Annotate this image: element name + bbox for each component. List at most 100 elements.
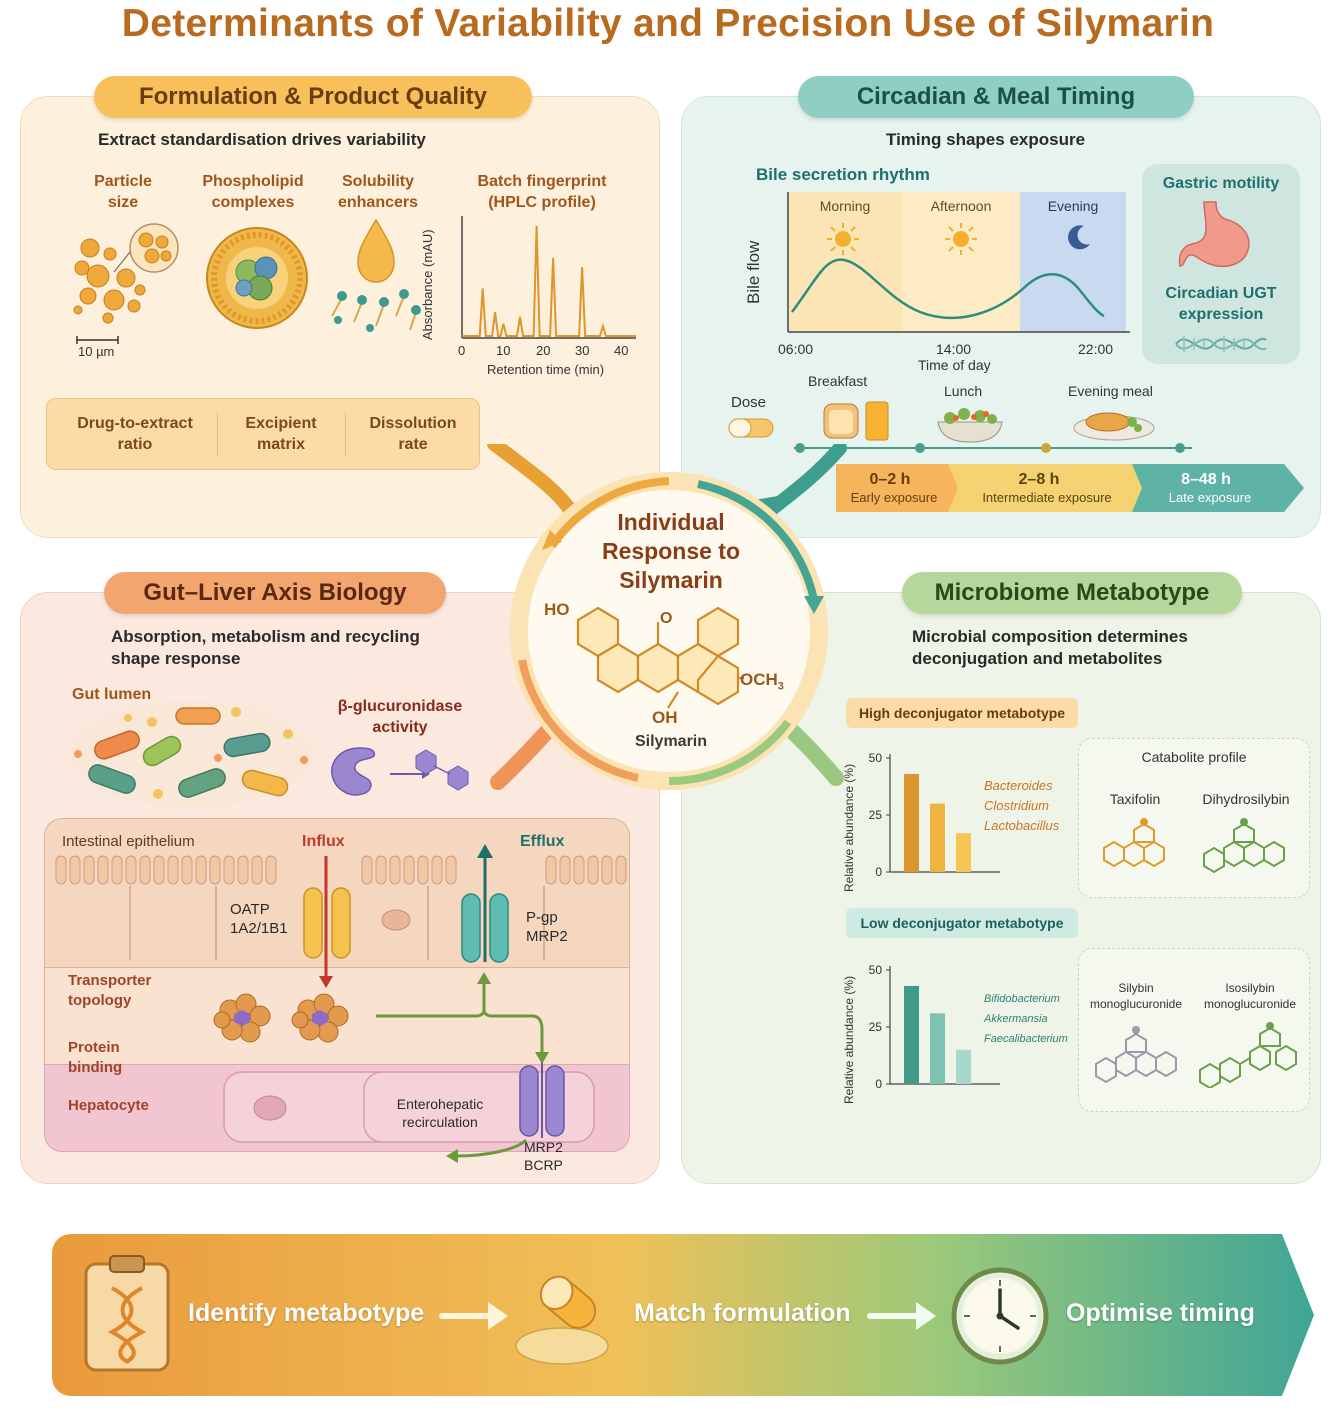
stomach-icon — [1178, 201, 1250, 268]
high-catabolite-box — [1078, 738, 1310, 898]
formulation-title: Formulation & Product Quality — [94, 76, 532, 118]
isosilybin-monoglucuronide-label: Isosilybin monoglucuronide — [1203, 981, 1297, 1011]
high-chart-tick-label: 50 — [869, 751, 883, 765]
gut-bacteria-icon — [71, 700, 311, 808]
bile-flow-chart — [787, 192, 1130, 333]
hplc-tick-40: 40 — [614, 343, 629, 358]
lunch-label: Lunch — [944, 383, 983, 399]
low-catabolite-box — [1078, 948, 1310, 1112]
scale-bar-icon — [76, 336, 119, 344]
hplc-trace — [462, 225, 636, 337]
mrp2-bcrp-label: MRP2 BCRP — [524, 1139, 563, 1173]
phase-early-range: 0–2 h — [869, 471, 911, 488]
hplc-tick-30: 30 — [575, 343, 590, 358]
page-title: Determinants of Variability and Precisio… — [121, 2, 1215, 45]
silymarin-label: Silymarin — [634, 733, 708, 750]
clock-icon — [951, 1267, 1049, 1365]
hplc-y-axis-label: Absorbance (mAU) — [420, 229, 435, 340]
silybin-monoglucuronide-structure — [1095, 1026, 1177, 1084]
enterohepatic-label: Enterohepatic recirculation — [396, 1096, 484, 1130]
exposure-phase-arrow — [836, 464, 1304, 512]
ugt-expression-label: Circadian UGT expression — [1165, 285, 1277, 323]
low-abundance-chart: 02550BifidobacteriumAkkermansiaFaecaliba… — [869, 963, 1068, 1091]
center-title: Individual Response to Silymarin — [601, 509, 741, 593]
formulation-factors-strip: Drug-to-extract ratio Excipient matrix D… — [46, 398, 480, 470]
scale-bar-label: 10 µm — [78, 344, 115, 359]
breakfast-icon — [823, 401, 889, 441]
hplc-chart — [461, 216, 636, 339]
epithelium-label: Intestinal epithelium — [62, 833, 195, 850]
phase-late-label: Late exposure — [1168, 490, 1252, 505]
low-chart-bar-bifidobacterium — [904, 985, 919, 1084]
low-deconjugator-tag: Low deconjugator metabotype — [846, 908, 1078, 938]
high-chart-legend-bacteroides: Bacteroides — [984, 778, 1053, 793]
high-chart-bar-bacteroides — [904, 773, 919, 872]
time-tick-2200: 22:00 — [1078, 341, 1114, 357]
high-chart-bar-lactobacillus — [956, 833, 971, 872]
center-ring — [510, 472, 828, 790]
gut-subtitle: Absorption, metabolism and recycling sha… — [111, 627, 420, 668]
och3-label: OCH3 — [740, 670, 784, 693]
phase-early-label: Early exposure — [850, 490, 938, 505]
morning-band — [788, 192, 902, 332]
bile-rhythm-title: Bile secretion rhythm — [756, 165, 930, 184]
phospholipid-label: Phospholipid complexes — [202, 173, 304, 211]
bile-flow-y-label: Bile flow — [744, 240, 763, 304]
strip-divider — [217, 413, 218, 457]
meal-timeline — [794, 443, 1192, 453]
pgp-label: P-gp MRP2 — [526, 909, 568, 945]
carbonyl-o-label: O — [660, 610, 673, 627]
formulation-subtitle: Extract standardisation drives variabili… — [98, 130, 426, 149]
dihydrosilybin-structure — [1203, 818, 1285, 874]
taxifolin-structure — [1103, 818, 1165, 868]
gastric-motility-label: Gastric motility — [1162, 175, 1280, 192]
sun-icon — [945, 223, 977, 255]
low-chart-bar-akkermansia — [930, 1013, 945, 1084]
high-deconjugator-tag: High deconjugator metabotype — [846, 698, 1078, 728]
evening-meal-label: Evening meal — [1068, 383, 1153, 399]
arrow-right-icon — [439, 1302, 508, 1330]
low-chart-legend-faecalibacterium: Faecalibacterium — [984, 1033, 1068, 1045]
factor-drug-extract-ratio: Drug-to-extract ratio — [77, 415, 193, 453]
low-chart-bar-faecalibacterium — [956, 1049, 971, 1084]
efflux-label: Efflux — [520, 833, 565, 850]
taxifolin-label: Taxifolin — [1109, 791, 1161, 807]
protein-complex-icon — [213, 993, 349, 1043]
protein-binding-label: Protein binding — [68, 1039, 123, 1076]
pgp-transporter-icon — [461, 844, 509, 963]
hplc-x-axis-label: Retention time (min) — [487, 362, 605, 377]
isosilybin-monoglucuronide-structure — [1199, 1022, 1297, 1088]
capsule-powder-icon — [515, 1275, 609, 1365]
phase-intermediate-label: Intermediate exposure — [982, 490, 1112, 505]
gut-lumen-label: Gut lumen — [72, 686, 152, 703]
dose-label: Dose — [731, 394, 767, 411]
mrp2-bcrp-transporter-icon — [519, 1062, 565, 1138]
hepatocyte-label: Hepatocyte — [68, 1097, 149, 1114]
transporter-topology-label: Transporter topology — [68, 972, 152, 1009]
hplc-tick-0: 0 — [458, 343, 466, 358]
step-optimise-timing: Optimise timing — [1066, 1299, 1255, 1327]
recirculation-arrows — [376, 972, 549, 1163]
time-of-day-label: Time of day — [918, 357, 991, 373]
capsule-icon — [728, 418, 774, 438]
high-chart-tick-label: 25 — [869, 808, 883, 822]
morning-label: Morning — [819, 198, 871, 214]
step-match-formulation: Match formulation — [634, 1299, 851, 1327]
low-chart-legend-akkermansia: Akkermansia — [983, 1013, 1048, 1025]
solubility-drop-icon — [331, 218, 421, 332]
phase-intermediate-range: 2–8 h — [1018, 471, 1060, 488]
sun-icon — [827, 223, 859, 255]
phase-late-range: 8–48 h — [1181, 471, 1231, 488]
microvilli-icon — [55, 855, 627, 885]
evening-meal-icon — [1073, 412, 1155, 441]
low-chart-y-label: Relative abundance (%) — [842, 975, 856, 1104]
phospholipid-complex-icon — [206, 227, 308, 329]
strip-divider — [345, 413, 346, 457]
ho-label: HO — [544, 600, 570, 619]
circadian-title: Circadian & Meal Timing — [798, 76, 1194, 118]
circadian-subtitle: Timing shapes exposure — [886, 130, 1086, 149]
time-tick-0600: 06:00 — [778, 341, 814, 357]
silybin-monoglucuronide-label: Silybin monoglucuronide — [1089, 981, 1183, 1011]
high-chart-bar-clostridium — [930, 803, 945, 872]
